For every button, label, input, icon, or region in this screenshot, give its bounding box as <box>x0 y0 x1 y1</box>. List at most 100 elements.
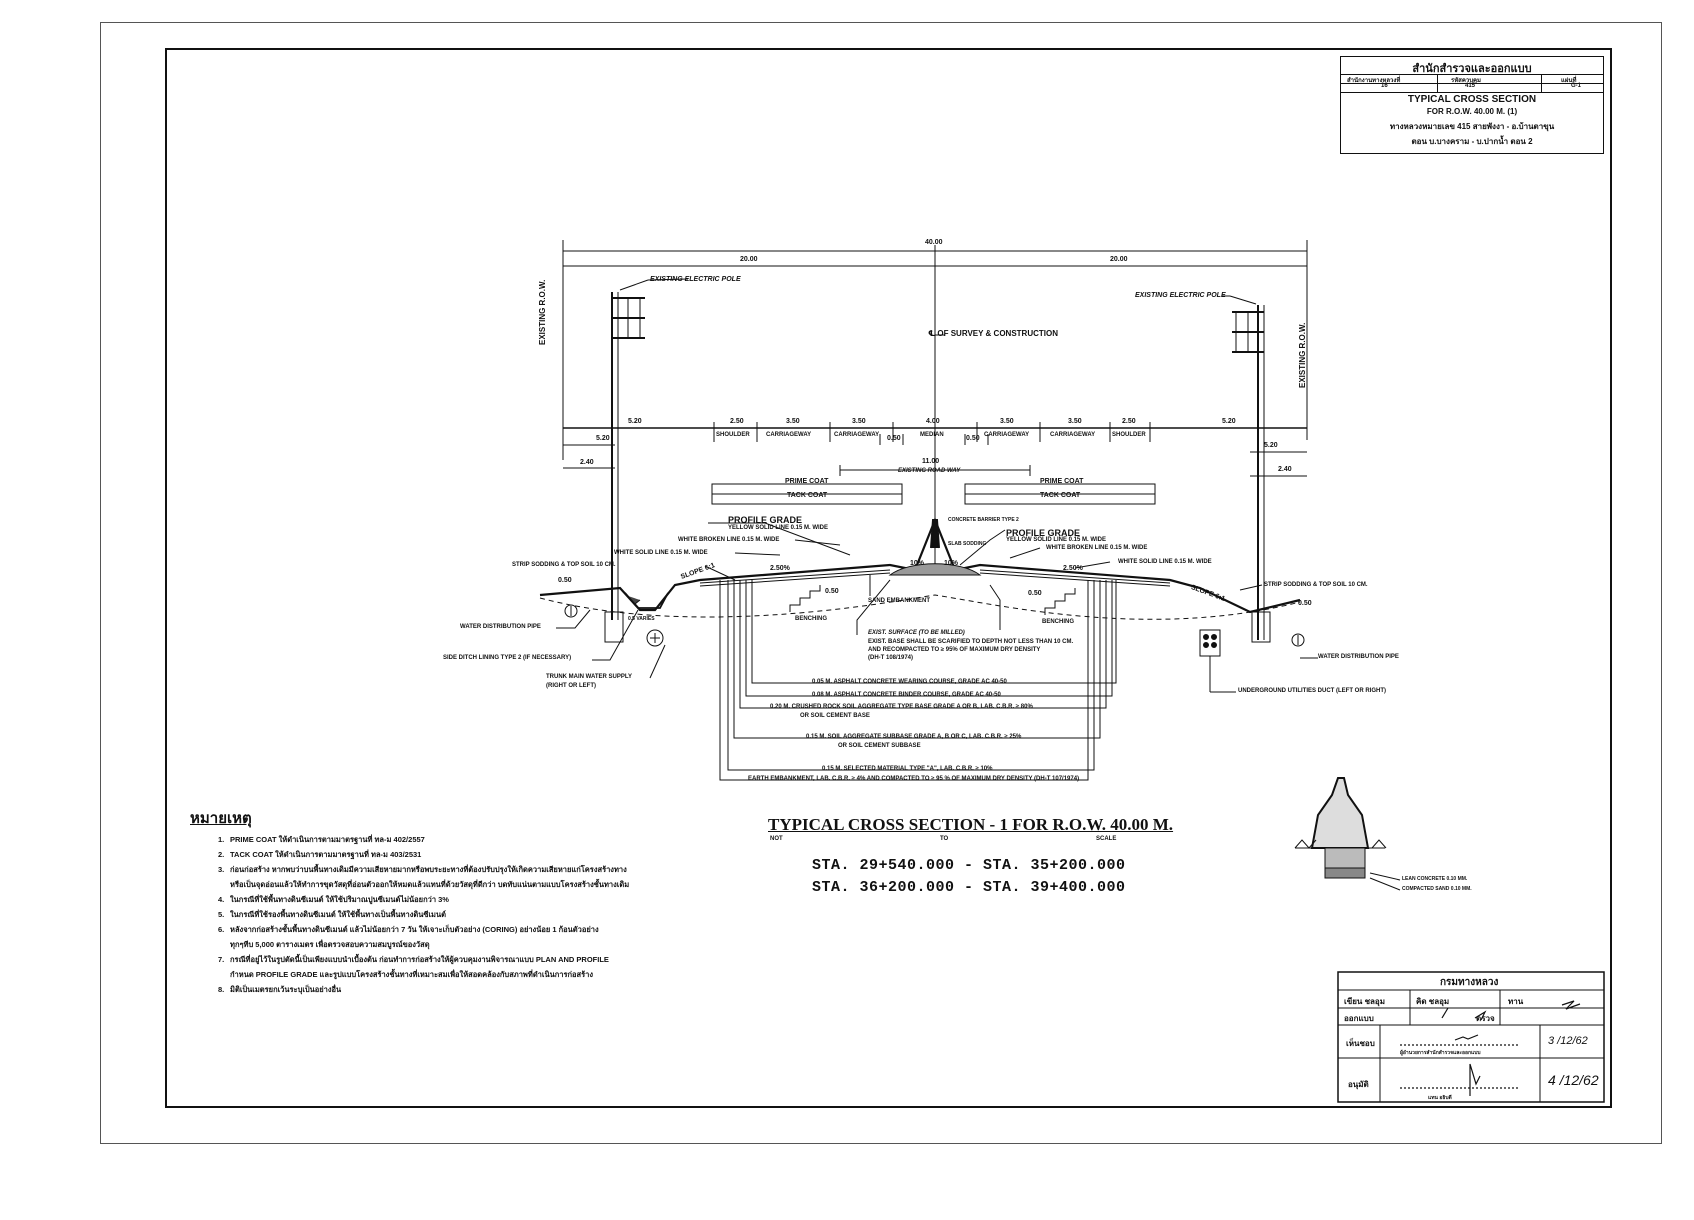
note-number: 1. <box>218 835 225 844</box>
side-ditch-label: SIDE DITCH LINING TYPE 2 (IF NECESSARY) <box>443 655 572 661</box>
profile-grade-left: PROFILE GRADE <box>728 515 803 525</box>
note-item: 5.ในกรณีที่ใช้รองพื้นทางดินซีเมนต์ ให้ใช… <box>218 907 638 922</box>
dim-050-d: 0.50 <box>1028 590 1042 597</box>
label-carriageway-2: CARRIAGEWAY <box>834 432 880 438</box>
water-pipe-right: WATER DISTRIBUTION PIPE <box>1318 654 1399 660</box>
prime-coat-right: PRIME COAT <box>1040 478 1084 485</box>
note-item: หรือเป็นจุดอ่อนแล้วให้ทำการขุดวัสดุที่อ่… <box>218 877 638 892</box>
note-item: 2.TACK COAT ให้ดำเนินการตามมาตรฐานที่ ทล… <box>218 847 638 862</box>
label-median: MEDIAN <box>920 432 944 438</box>
trunk-main-label: TRUNK MAIN WATER SUPPLY <box>546 674 633 680</box>
note-item: 4. ในกรณีที่ใช้พื้นทางดินซีเมนต์ ให้ใช้ปร… <box>218 892 638 907</box>
dim-050-b: 0.50 <box>966 435 980 442</box>
col1-label: สำนักงานทางหลวงที่ <box>1347 78 1401 84</box>
layer-1: 0.05 M. ASPHALT CONCRETE WEARING COURSE,… <box>812 679 1007 685</box>
yellow-line-right: YELLOW SOLID LINE 0.15 M. WIDE <box>1006 537 1107 543</box>
nts-left: NOT <box>770 836 783 842</box>
existing-road-way: EXISTING ROAD WAY <box>898 468 961 474</box>
median-pct-left: 10% <box>910 560 925 567</box>
trunk-main-label-2: (RIGHT OR LEFT) <box>546 683 596 689</box>
proposed-label: เห็นชอบ <box>1346 1039 1375 1048</box>
dim-1100: 11.00 <box>922 458 940 465</box>
label-shoulder-right: SHOULDER <box>1112 432 1146 438</box>
exist-surface-label: EXIST. SURFACE (TO BE MILLED) <box>868 630 965 636</box>
slab-sodding-label: SLAB SODDING <box>948 541 987 547</box>
col2-value: 415 <box>1465 83 1476 89</box>
note-text: TACK COAT ให้ดำเนินการตามมาตรฐานที่ ทล-ม… <box>230 850 422 859</box>
director-label: ผู้อำนวยการสำนักสำรวจและออกแบบ <box>1400 1050 1481 1056</box>
station-range-2: STA. 36+200.000 - STA. 39+400.000 <box>812 879 1126 896</box>
concrete-barrier-label: CONCRETE BARRIER TYPE 2 <box>948 517 1019 523</box>
note-text: มิติเป็นเมตรยกเว้นระบุเป็นอย่างอื่น <box>230 985 342 994</box>
note-text: PRIME COAT ให้ดำเนินการตามมาตรฐานที่ ทล-… <box>230 835 425 844</box>
note-number: 7. <box>218 955 225 964</box>
strip-sodding-right: STRIP SODDING & TOP SOIL 10 CM. <box>1264 582 1368 588</box>
paper-sheet <box>100 22 1662 1144</box>
section-title: TYPICAL CROSS SECTION - 1 FOR R.O.W. 40.… <box>768 815 1174 834</box>
dept-name: กรมทางหลวง <box>1440 977 1499 988</box>
layer-3b: OR SOIL CEMENT BASE <box>800 713 870 719</box>
dim-half-left: 20.00 <box>740 256 758 263</box>
layer-5: 0.15 M. SELECTED MATERIAL TYPE "A", LAB.… <box>822 766 993 772</box>
designed-by: ออกแบบ <box>1344 1014 1374 1023</box>
nts-right: SCALE <box>1096 836 1117 842</box>
pole-right-label: EXISTING ELECTRIC POLE <box>1135 292 1226 299</box>
water-pipe-left: WATER DISTRIBUTION PIPE <box>460 624 541 630</box>
drawing-subtitle: FOR R.O.W. 40.00 M. (1) <box>1426 107 1518 116</box>
drawn-by: เขียน ชลอุม <box>1344 997 1385 1006</box>
row-left-label: EXISTING R.O.W. <box>538 279 547 345</box>
centerline-label: ℄ OF SURVEY & CONSTRUCTION <box>928 329 1058 338</box>
prime-coat-left: PRIME COAT <box>785 478 829 485</box>
dim-050-a: 0.50 <box>887 435 901 442</box>
row-right-label: EXISTING R.O.W. <box>1298 322 1307 388</box>
col3-value: G-1 <box>1571 83 1582 89</box>
note-item: 7. กรณีที่อยู่ไว้ในรูปตัดนี้เป็นเพียงแบบน… <box>218 952 638 967</box>
approver-label: แทน อธิบดี <box>1428 1095 1452 1101</box>
profile-grade-right: PROFILE GRADE <box>1006 528 1081 538</box>
exist-base-2: AND RECOMPACTED TO ≥ 95% OF MAXIMUM DRY … <box>868 647 1041 653</box>
dim-350-c: 3.50 <box>1000 418 1014 425</box>
route-line-2: ตอน บ.บางคราม - บ.ปากน้ำ ตอน 2 <box>1411 137 1533 146</box>
note-number: 4. <box>218 895 225 904</box>
dim-520-right: 5.20 <box>1222 418 1236 425</box>
white-broken-right: WHITE BROKEN LINE 0.15 M. WIDE <box>1046 545 1148 551</box>
note-text: กรณีที่อยู่ไว้ในรูปตัดนี้เป็นเพียงแบบนำเ… <box>230 955 609 964</box>
tack-coat-left: TACK COAT <box>787 492 828 499</box>
barrier-lean-label: LEAN CONCRETE 0.10 MM. <box>1402 876 1468 882</box>
dim-520-left: 5.20 <box>628 418 642 425</box>
note-number: 6. <box>218 925 225 934</box>
median-pct-right: 10% <box>944 560 959 567</box>
slope-pct-left: 2.50% <box>770 565 790 572</box>
white-solid-right: WHITE SOLID LINE 0.15 M. WIDE <box>1118 559 1212 565</box>
note-item: 8. มิติเป็นเมตรยกเว้นระบุเป็นอย่างอื่น <box>218 982 638 997</box>
dim-240-right: 2.40 <box>1278 466 1292 473</box>
layer-4a: 0.15 M. SOIL AGGREGATE SUBBASE GRADE A, … <box>806 734 1022 740</box>
strip-sodding-left: STRIP SODDING & TOP SOIL 10 CM. <box>512 562 616 568</box>
dim-400: 4.00 <box>926 418 940 425</box>
yellow-line-left: YELLOW SOLID LINE 0.15 M. WIDE <box>728 525 829 531</box>
dim-total: 40.00 <box>925 239 943 246</box>
route-line-1: ทางหลวงหมายเลข 415 สายพังงา - อ.บ้านตาขุ… <box>1389 122 1555 131</box>
note-number: 8. <box>218 985 225 994</box>
dim-050-c: 0.50 <box>825 588 839 595</box>
benching-left: BENCHING <box>795 616 828 622</box>
approved-date: 4 /12/62 <box>1548 1072 1599 1088</box>
h050-right: 0.50 <box>1298 600 1312 607</box>
white-broken-left: WHITE BROKEN LINE 0.15 M. WIDE <box>678 537 780 543</box>
note-item: กำหนด PROFILE GRADE และรูปแบบโครงสร้างชั… <box>218 967 638 982</box>
note-item: 1. PRIME COAT ให้ดำเนินการตามมาตรฐานที่ ท… <box>218 832 638 847</box>
work-by: ทาน <box>1508 997 1524 1006</box>
underground-duct-label: UNDERGROUND UTILITIES DUCT (LEFT OR RIGH… <box>1238 688 1386 694</box>
dim-half-right: 20.00 <box>1110 256 1128 263</box>
exist-base-3: (DH-T 108/1974) <box>868 655 914 661</box>
note-text: ก่อนก่อสร้าง หากพบว่าบนพื้นทางเดิมมีความ… <box>230 865 627 874</box>
note-item: 3. ก่อนก่อสร้าง หากพบว่าบนพื้นทางเดิมมีคว… <box>218 862 638 877</box>
note-text: หลังจากก่อสร้างชั้นพื้นทางดินซีเมนต์ แล้… <box>230 925 599 934</box>
dim-240-left: 2.40 <box>580 459 594 466</box>
sand-embankment-label: SAND EMBANKMENT <box>868 598 930 604</box>
inspected-by: ตรวจ <box>1476 1014 1495 1023</box>
dim-250-right: 2.50 <box>1122 418 1136 425</box>
white-solid-left: WHITE SOLID LINE 0.15 M. WIDE <box>614 550 708 556</box>
note-text: ในกรณีที่ใช้พื้นทางดินซีเมนต์ ให้ใช้ปริม… <box>230 895 449 904</box>
note-number: 3. <box>218 865 225 874</box>
